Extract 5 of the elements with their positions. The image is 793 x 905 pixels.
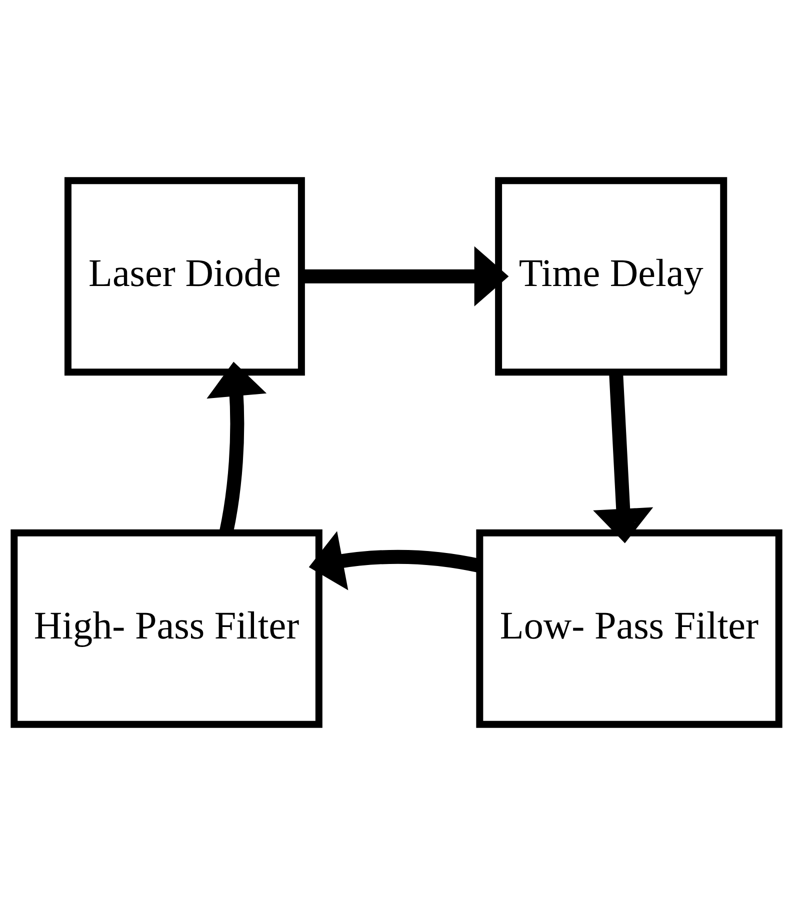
node-box: High- Pass Filter [10, 529, 322, 728]
node-box: Time Delay [495, 177, 728, 376]
node-box: Laser Diode [64, 177, 305, 376]
node-box: Low- Pass Filter [476, 529, 782, 728]
arrow [302, 246, 509, 306]
